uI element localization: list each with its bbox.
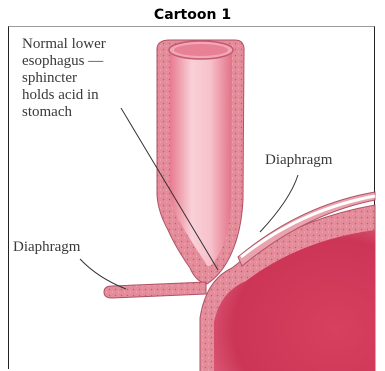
label-line: holds acid in: [22, 87, 152, 104]
label-line: stomach: [22, 104, 152, 121]
label-diaphragm-right: Diaphragm: [265, 152, 332, 169]
label-line: esophagus —: [22, 53, 152, 70]
label-line: sphincter: [22, 70, 152, 87]
label-line: Normal lower: [22, 36, 152, 53]
label-diaphragm-left: Diaphragm: [13, 239, 80, 256]
leader-diaphragm-left: [80, 259, 126, 289]
label-normal-esophagus: Normal lower esophagus — sphincter holds…: [22, 36, 152, 121]
diaphragm-left: [104, 282, 206, 298]
